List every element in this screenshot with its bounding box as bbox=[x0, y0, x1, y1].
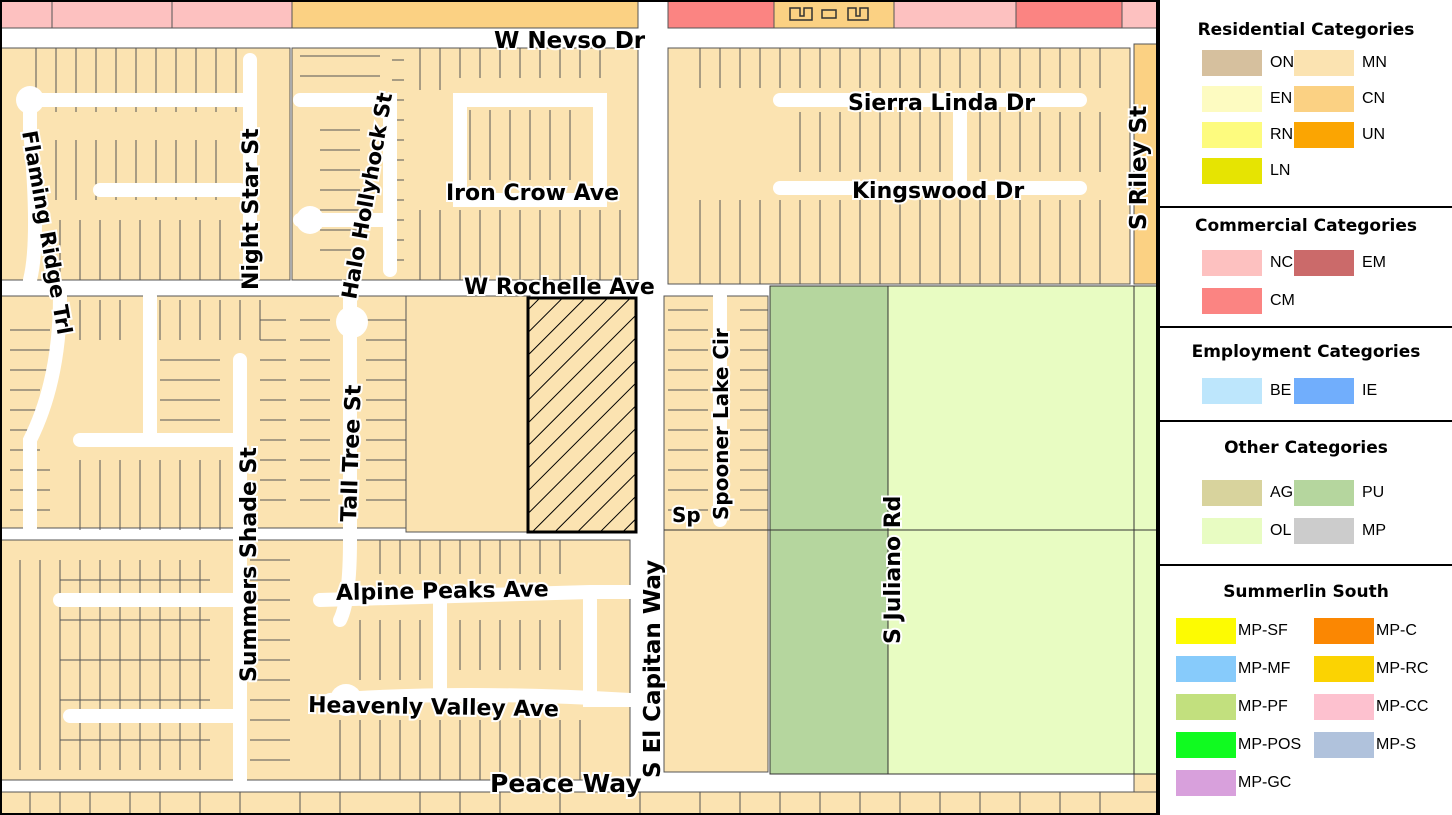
legend-label-mp-s: MP-S bbox=[1376, 736, 1416, 753]
legend-summerlin: Summerlin South MP-SF MP-C MP-MF MP-RC MP-PF… bbox=[1160, 566, 1452, 815]
legend-swatch-mp-rc bbox=[1314, 656, 1374, 682]
legend-label-on: ON bbox=[1270, 54, 1294, 71]
legend-swatch-rn bbox=[1202, 122, 1262, 148]
legend-label-be: BE bbox=[1270, 382, 1292, 399]
road-label-sierra: Sierra Linda Dr bbox=[848, 91, 1035, 116]
legend-swatch-mp bbox=[1294, 518, 1354, 544]
legend-swatch-cn bbox=[1294, 86, 1354, 112]
road-label-peace: Peace Way bbox=[490, 769, 642, 798]
road-label-ironcrow: Iron Crow Ave bbox=[446, 181, 619, 206]
legend-employment: Employment Categories BE IE bbox=[1160, 328, 1452, 422]
legend-swatch-mp-pf bbox=[1176, 694, 1236, 720]
street-labels: W Nevso Dr Sierra Linda Dr S Riley St Ni… bbox=[15, 26, 1154, 800]
road-label-elcapitan: S El Capitan Way bbox=[640, 560, 666, 778]
top-strip-parcels bbox=[0, 0, 1158, 29]
legend-label-ie: IE bbox=[1362, 382, 1378, 399]
legend-employment-title: Employment Categories bbox=[1191, 342, 1421, 362]
road-label-nightstar: Night Star St bbox=[239, 128, 264, 290]
legend-label-cm: CM bbox=[1270, 292, 1295, 309]
legend-swatch-mn bbox=[1294, 50, 1354, 76]
road-label-kingswood: Kingswood Dr bbox=[852, 179, 1024, 204]
legend-label-mp-cc: MP-CC bbox=[1376, 698, 1429, 715]
legend-residential: Residential Categories ON MN EN CN RN UN LN bbox=[1160, 0, 1452, 208]
local-streets bbox=[23, 53, 1087, 787]
legend-label-mp-pf: MP-PF bbox=[1238, 698, 1288, 715]
road-label-summers: Summers Shade St bbox=[237, 447, 262, 682]
legend-swatch-nc bbox=[1202, 250, 1262, 276]
legend-swatch-mp-c bbox=[1314, 618, 1374, 644]
legend-swatch-ie bbox=[1294, 378, 1354, 404]
legend-residential-title: Residential Categories bbox=[1197, 20, 1415, 40]
legend-label-un: UN bbox=[1362, 126, 1386, 143]
road-label-heavenly: Heavenly Valley Ave bbox=[308, 693, 559, 722]
legend-swatch-ol bbox=[1202, 518, 1262, 544]
legend-label-nc: NC bbox=[1270, 254, 1294, 271]
legend-swatch-ln bbox=[1202, 158, 1262, 184]
road-label-alpine: Alpine Peaks Ave bbox=[336, 577, 549, 606]
legend-swatch-un bbox=[1294, 122, 1354, 148]
legend-label-cn: CN bbox=[1362, 90, 1386, 107]
legend-swatch-on bbox=[1202, 50, 1262, 76]
road-label-spooner: Spooner Lake Cir bbox=[709, 328, 733, 520]
legend-label-en: EN bbox=[1270, 90, 1293, 107]
legend-swatch-pu bbox=[1294, 480, 1354, 506]
legend-label-mp-gc: MP-GC bbox=[1238, 774, 1292, 791]
legend-swatch-em bbox=[1294, 250, 1354, 276]
legend-label-rn: RN bbox=[1270, 126, 1294, 143]
legend-other: Other Categories AG PU OL MP bbox=[1160, 422, 1452, 566]
legend-label-mp: MP bbox=[1362, 522, 1386, 539]
legend-commercial: Commercial Categories NC EM CM bbox=[1160, 208, 1452, 328]
legend-label-mp-mf: MP-MF bbox=[1238, 660, 1291, 677]
subject-site bbox=[526, 296, 638, 534]
legend-swatch-mp-s bbox=[1314, 732, 1374, 758]
open-land-parcels bbox=[664, 285, 1158, 775]
legend-swatch-cm bbox=[1202, 288, 1262, 314]
legend-label-mn: MN bbox=[1362, 54, 1387, 71]
legend-label-mp-c: MP-C bbox=[1376, 622, 1417, 639]
legend-label-mp-rc: MP-RC bbox=[1376, 660, 1429, 677]
legend-swatch-mp-gc bbox=[1176, 770, 1236, 796]
legend-label-ol: OL bbox=[1270, 522, 1292, 539]
legend-label-mp-sf: MP-SF bbox=[1238, 622, 1288, 639]
legend-swatch-ag bbox=[1202, 480, 1262, 506]
road-label-rochelle: W Rochelle Ave bbox=[464, 275, 655, 300]
legend-swatch-mp-mf bbox=[1176, 656, 1236, 682]
road-label-sp: Sp bbox=[672, 503, 701, 527]
legend-swatch-mp-pos bbox=[1176, 732, 1236, 758]
road-label-juliano: S Juliano Rd bbox=[881, 496, 906, 644]
legend-label-ag: AG bbox=[1270, 484, 1294, 501]
legend-swatch-mp-cc bbox=[1314, 694, 1374, 720]
land-use-map: W Nevso Dr Sierra Linda Dr S Riley St Ni… bbox=[0, 0, 1158, 815]
legend-label-pu: PU bbox=[1362, 484, 1385, 501]
legend: Residential Categories ON MN EN CN RN UN LN Co… bbox=[1158, 0, 1452, 815]
legend-summerlin-title: Summerlin South bbox=[1223, 582, 1389, 602]
legend-other-title: Other Categories bbox=[1224, 438, 1388, 458]
legend-label-ln: LN bbox=[1270, 162, 1291, 179]
legend-swatch-mp-sf bbox=[1176, 618, 1236, 644]
legend-label-em: EM bbox=[1362, 254, 1386, 271]
legend-swatch-en bbox=[1202, 86, 1262, 112]
legend-label-mp-pos: MP-POS bbox=[1238, 736, 1302, 753]
legend-swatch-be bbox=[1202, 378, 1262, 404]
road-label-riley: S Riley St bbox=[1126, 106, 1152, 230]
legend-commercial-title: Commercial Categories bbox=[1195, 216, 1417, 236]
road-label-talltree: Tall Tree St bbox=[337, 384, 367, 522]
road-label-nevso: W Nevso Dr bbox=[494, 28, 646, 54]
